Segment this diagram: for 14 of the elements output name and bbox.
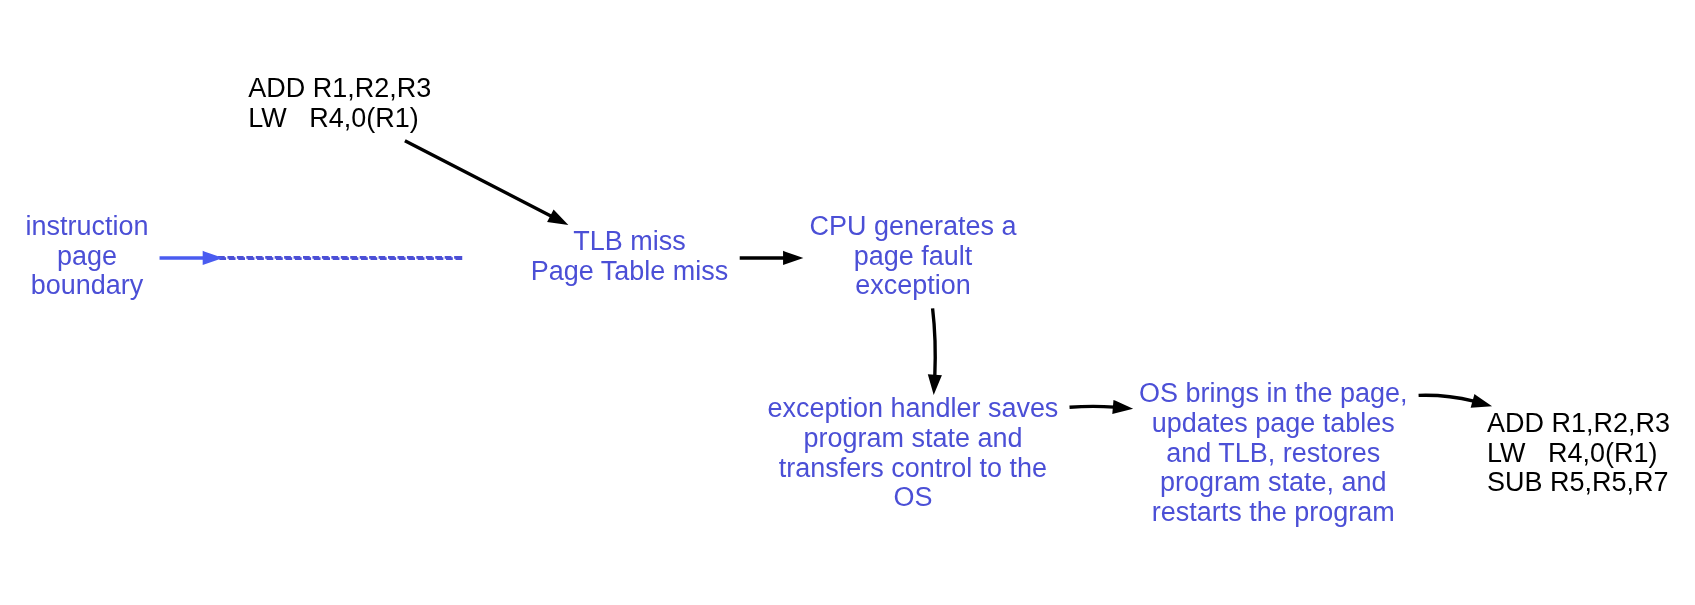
node-text: exception handler saves program state and transfers control to the OS (767, 393, 1059, 513)
node-text: ADD R1,R2,R3 LW R4,0(R1) SUB R5,R5,R7 (1487, 408, 1670, 498)
node-text: TLB miss Page Table miss (530, 225, 729, 286)
node-text: CPU generates a page fault exception (809, 211, 1017, 301)
arrow (159, 250, 223, 266)
node-text: OS brings in the page, updates page tables and TLB, restores program state, and restarts the program (1139, 378, 1408, 528)
arrow (404, 139, 569, 226)
arrow (1418, 393, 1493, 408)
node-text: instruction page boundary (25, 211, 149, 301)
node-text: ADD R1,R2,R3 LW R4,0(R1) (248, 73, 432, 134)
arrow (739, 250, 804, 266)
arrow (1069, 399, 1134, 415)
arrow (927, 308, 942, 395)
node-line (216, 255, 463, 260)
